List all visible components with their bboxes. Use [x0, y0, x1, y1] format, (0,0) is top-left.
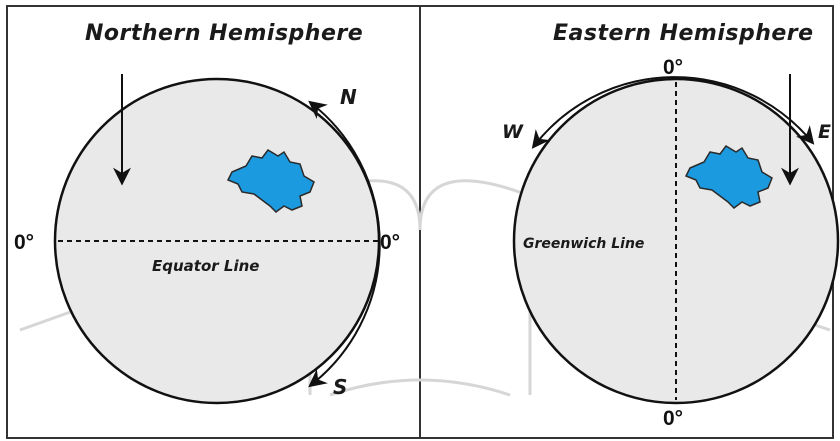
northern-hemisphere-panel: Northern Hemisphere Equator Line N S 0° …	[14, 21, 400, 405]
west-east-arc-arrow	[531, 76, 815, 149]
left-title: Northern Hemisphere	[85, 21, 363, 46]
right-title: Eastern Hemisphere	[553, 21, 814, 46]
eastern-hemisphere-panel: Eastern Hemisphere Greenwich Line W E 0°…	[502, 21, 840, 430]
south-label: S	[333, 375, 347, 399]
right-degree-bottom: 0°	[663, 407, 683, 430]
north-label: N	[340, 85, 357, 109]
left-landmass	[226, 149, 315, 213]
equator-label: Equator Line	[152, 257, 259, 275]
right-degree-top: 0°	[663, 56, 683, 79]
north-south-arc-arrow	[308, 100, 381, 388]
greenwich-label: Greenwich Line	[523, 236, 644, 252]
left-degree-west: 0°	[14, 231, 34, 254]
left-degree-east: 0°	[380, 231, 400, 254]
west-label: W	[502, 121, 524, 143]
east-label: E	[818, 121, 831, 143]
